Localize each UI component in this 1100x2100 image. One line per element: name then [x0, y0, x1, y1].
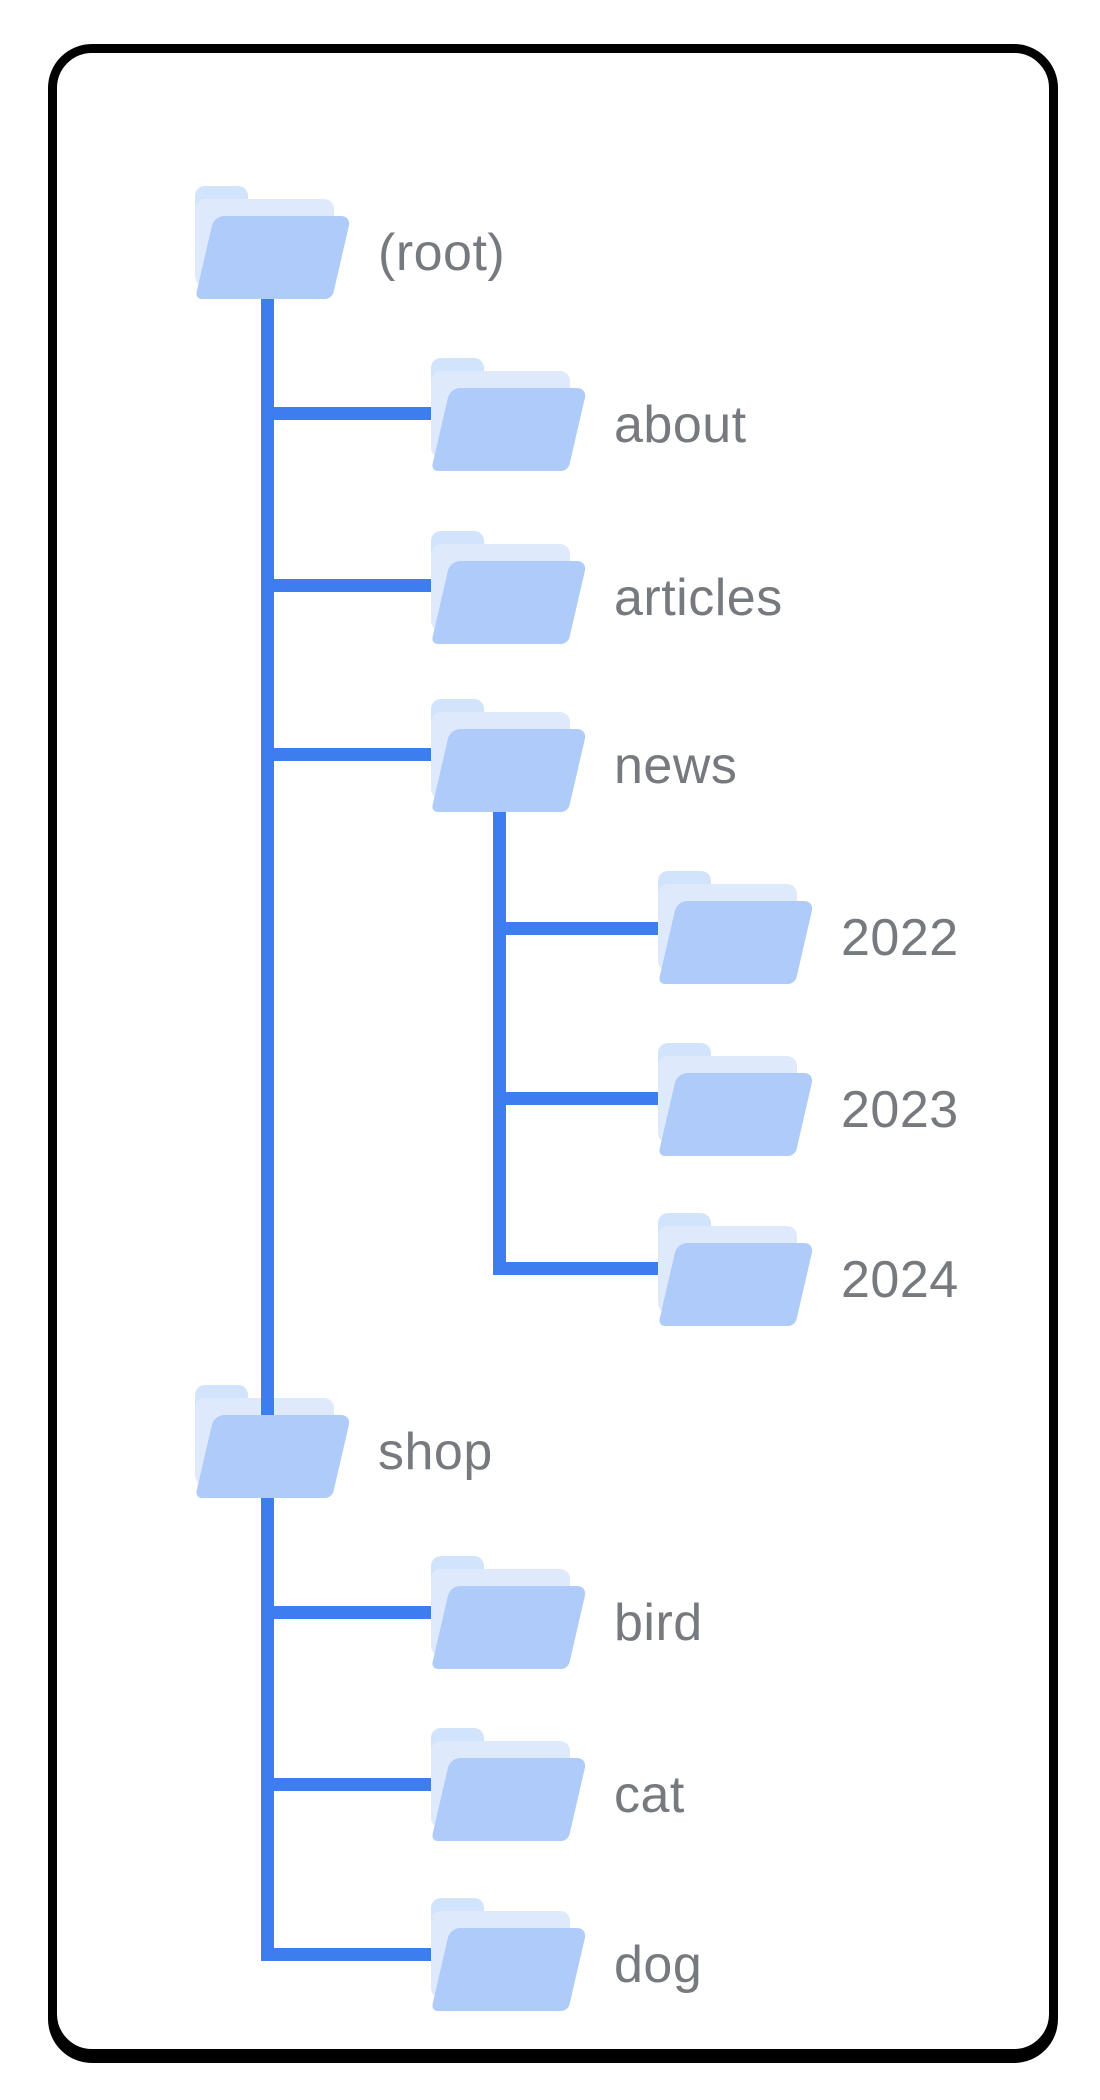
- tree-node-root: (root): [195, 186, 815, 299]
- node-label-news: news: [614, 736, 738, 795]
- connector-news-2023: [499, 1092, 658, 1105]
- node-label-root: (root): [378, 223, 506, 282]
- node-label-articles: articles: [614, 568, 783, 627]
- node-label-dog: dog: [614, 1935, 703, 1994]
- folder-front: [658, 1243, 815, 1326]
- node-label-2022: 2022: [841, 908, 959, 967]
- folder-icon: [431, 358, 588, 471]
- folder-icon: [658, 1043, 815, 1156]
- folder-icon: [431, 1728, 588, 1841]
- folder-icon: [431, 1898, 588, 2011]
- tree-node-news: news: [431, 699, 1051, 812]
- folder-icon: [431, 699, 588, 812]
- tree-node-articles: articles: [431, 531, 1051, 644]
- connector-news-vertical: [493, 803, 506, 1275]
- folder-front: [195, 1415, 352, 1498]
- folder-icon: [658, 871, 815, 984]
- connector-root-articles: [267, 579, 431, 592]
- folder-front: [431, 1586, 588, 1669]
- folder-front: [431, 561, 588, 644]
- tree-node-2022: 2022: [658, 871, 1100, 984]
- node-label-about: about: [614, 395, 747, 454]
- connector-shop-cat: [267, 1778, 431, 1791]
- node-label-2023: 2023: [841, 1080, 959, 1139]
- folder-icon: [658, 1213, 815, 1326]
- node-label-bird: bird: [614, 1593, 703, 1652]
- folder-front: [431, 729, 588, 812]
- connector-news-2024: [493, 1262, 658, 1275]
- diagram-card: (root) about articles news 2022: [48, 44, 1058, 2058]
- folder-front: [658, 901, 815, 984]
- tree-node-about: about: [431, 358, 1051, 471]
- tree-node-dog: dog: [431, 1898, 1051, 2011]
- connector-root-vertical: [261, 293, 274, 1961]
- tree-node-cat: cat: [431, 1728, 1051, 1841]
- folder-front: [431, 388, 588, 471]
- node-label-cat: cat: [614, 1765, 685, 1824]
- folder-icon: [195, 186, 352, 299]
- connector-news-2022: [499, 922, 658, 935]
- tree-node-bird: bird: [431, 1556, 1051, 1669]
- node-label-2024: 2024: [841, 1250, 959, 1309]
- tree-node-2023: 2023: [658, 1043, 1100, 1156]
- connector-root-about: [267, 407, 431, 420]
- tree-node-2024: 2024: [658, 1213, 1100, 1326]
- folder-front: [431, 1758, 588, 1841]
- folder-front: [658, 1073, 815, 1156]
- tree-node-shop: shop: [195, 1385, 815, 1498]
- node-label-shop: shop: [378, 1422, 493, 1481]
- connector-root-news: [267, 748, 431, 761]
- folder-front: [195, 216, 352, 299]
- folder-icon: [431, 1556, 588, 1669]
- connector-shop-bird: [267, 1606, 431, 1619]
- folder-front: [431, 1928, 588, 2011]
- folder-icon: [431, 531, 588, 644]
- connector-shop-dog: [261, 1948, 431, 1961]
